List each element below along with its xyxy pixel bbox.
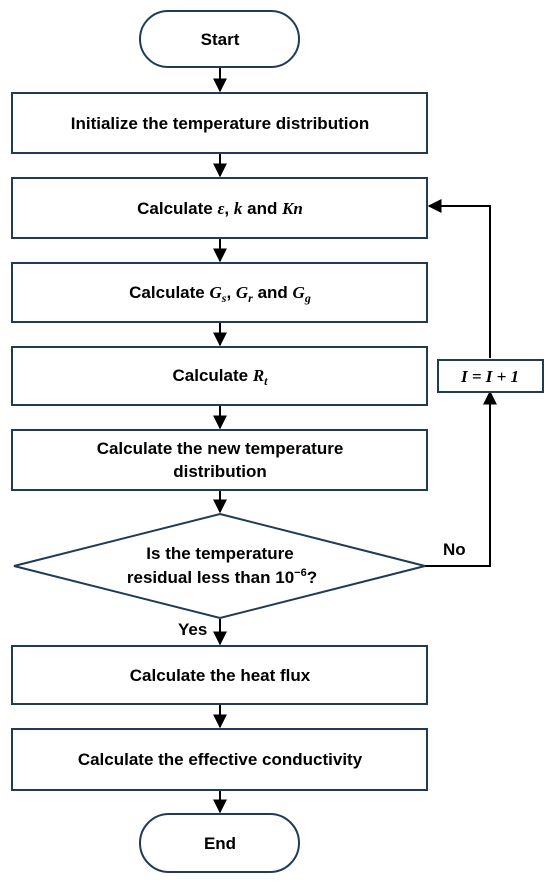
effective-label: Calculate the effective conductivity	[78, 750, 363, 769]
effective-box	[11, 728, 428, 791]
calc-temp-label-line2: distribution	[173, 462, 266, 481]
connectors	[213, 67, 497, 814]
init-label: Initialize the temperature distribution	[71, 114, 369, 133]
no-label: No	[443, 540, 466, 559]
calc-r-box	[11, 346, 428, 406]
yes-label: Yes	[178, 620, 207, 639]
calc-temp-label-line1: Calculate the new temperature	[97, 439, 344, 458]
calc-temp-box	[11, 429, 428, 491]
arrow-iteration-eps	[427, 199, 491, 358]
heat-flux-label: Calculate the heat flux	[130, 666, 311, 685]
calc-eps-box	[11, 177, 428, 239]
calc-g-box	[11, 262, 428, 323]
iteration-box	[437, 359, 544, 393]
arrow-decision-iteration	[425, 390, 497, 567]
end-terminal	[139, 813, 300, 873]
calc-r-label: Calculate Rt	[172, 366, 268, 388]
decision-label-line1: Is the temperature	[146, 544, 293, 563]
end-label: End	[204, 834, 236, 853]
init-box	[11, 92, 428, 154]
calc-g-label: Calculate Gs, Gr and Gg	[129, 283, 311, 305]
iteration-label: I = I + 1	[460, 367, 519, 386]
heat-flux-box	[11, 645, 428, 705]
decision-label-line2: residual less than 10−6?	[127, 567, 317, 587]
start-label: Start	[201, 30, 240, 49]
calc-eps-label: Calculate ε, k and Kn	[137, 199, 303, 218]
decision-diamond	[13, 512, 426, 620]
start-terminal	[139, 10, 300, 68]
